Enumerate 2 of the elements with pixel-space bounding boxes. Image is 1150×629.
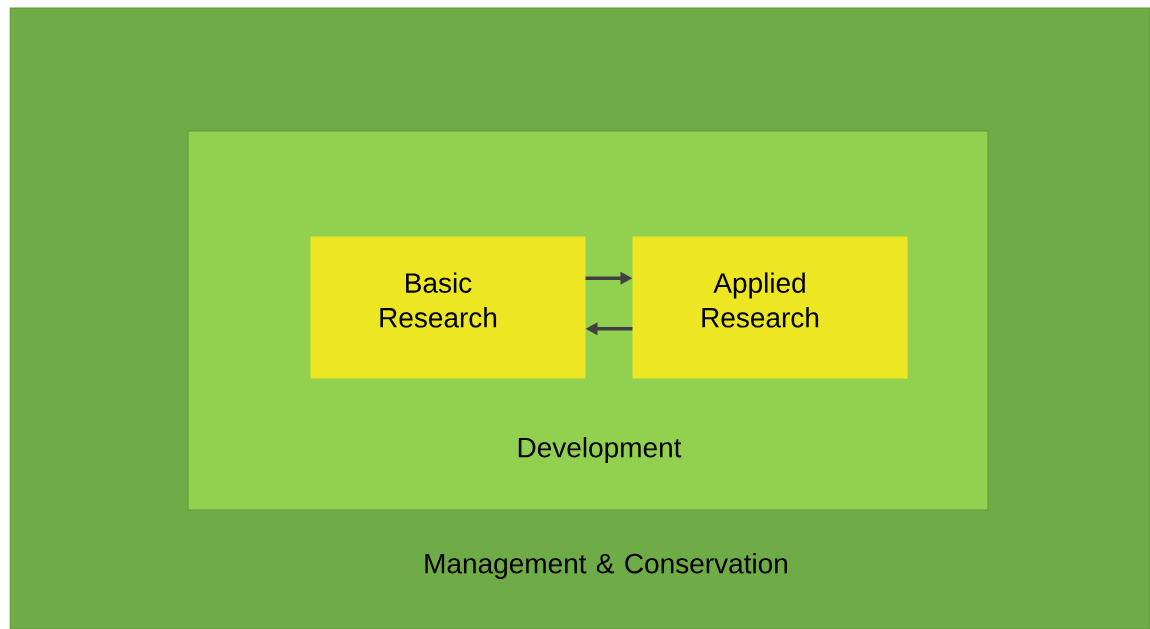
process-box: Basic Research xyxy=(310,236,586,379)
process-box: Applied Research xyxy=(632,236,908,379)
